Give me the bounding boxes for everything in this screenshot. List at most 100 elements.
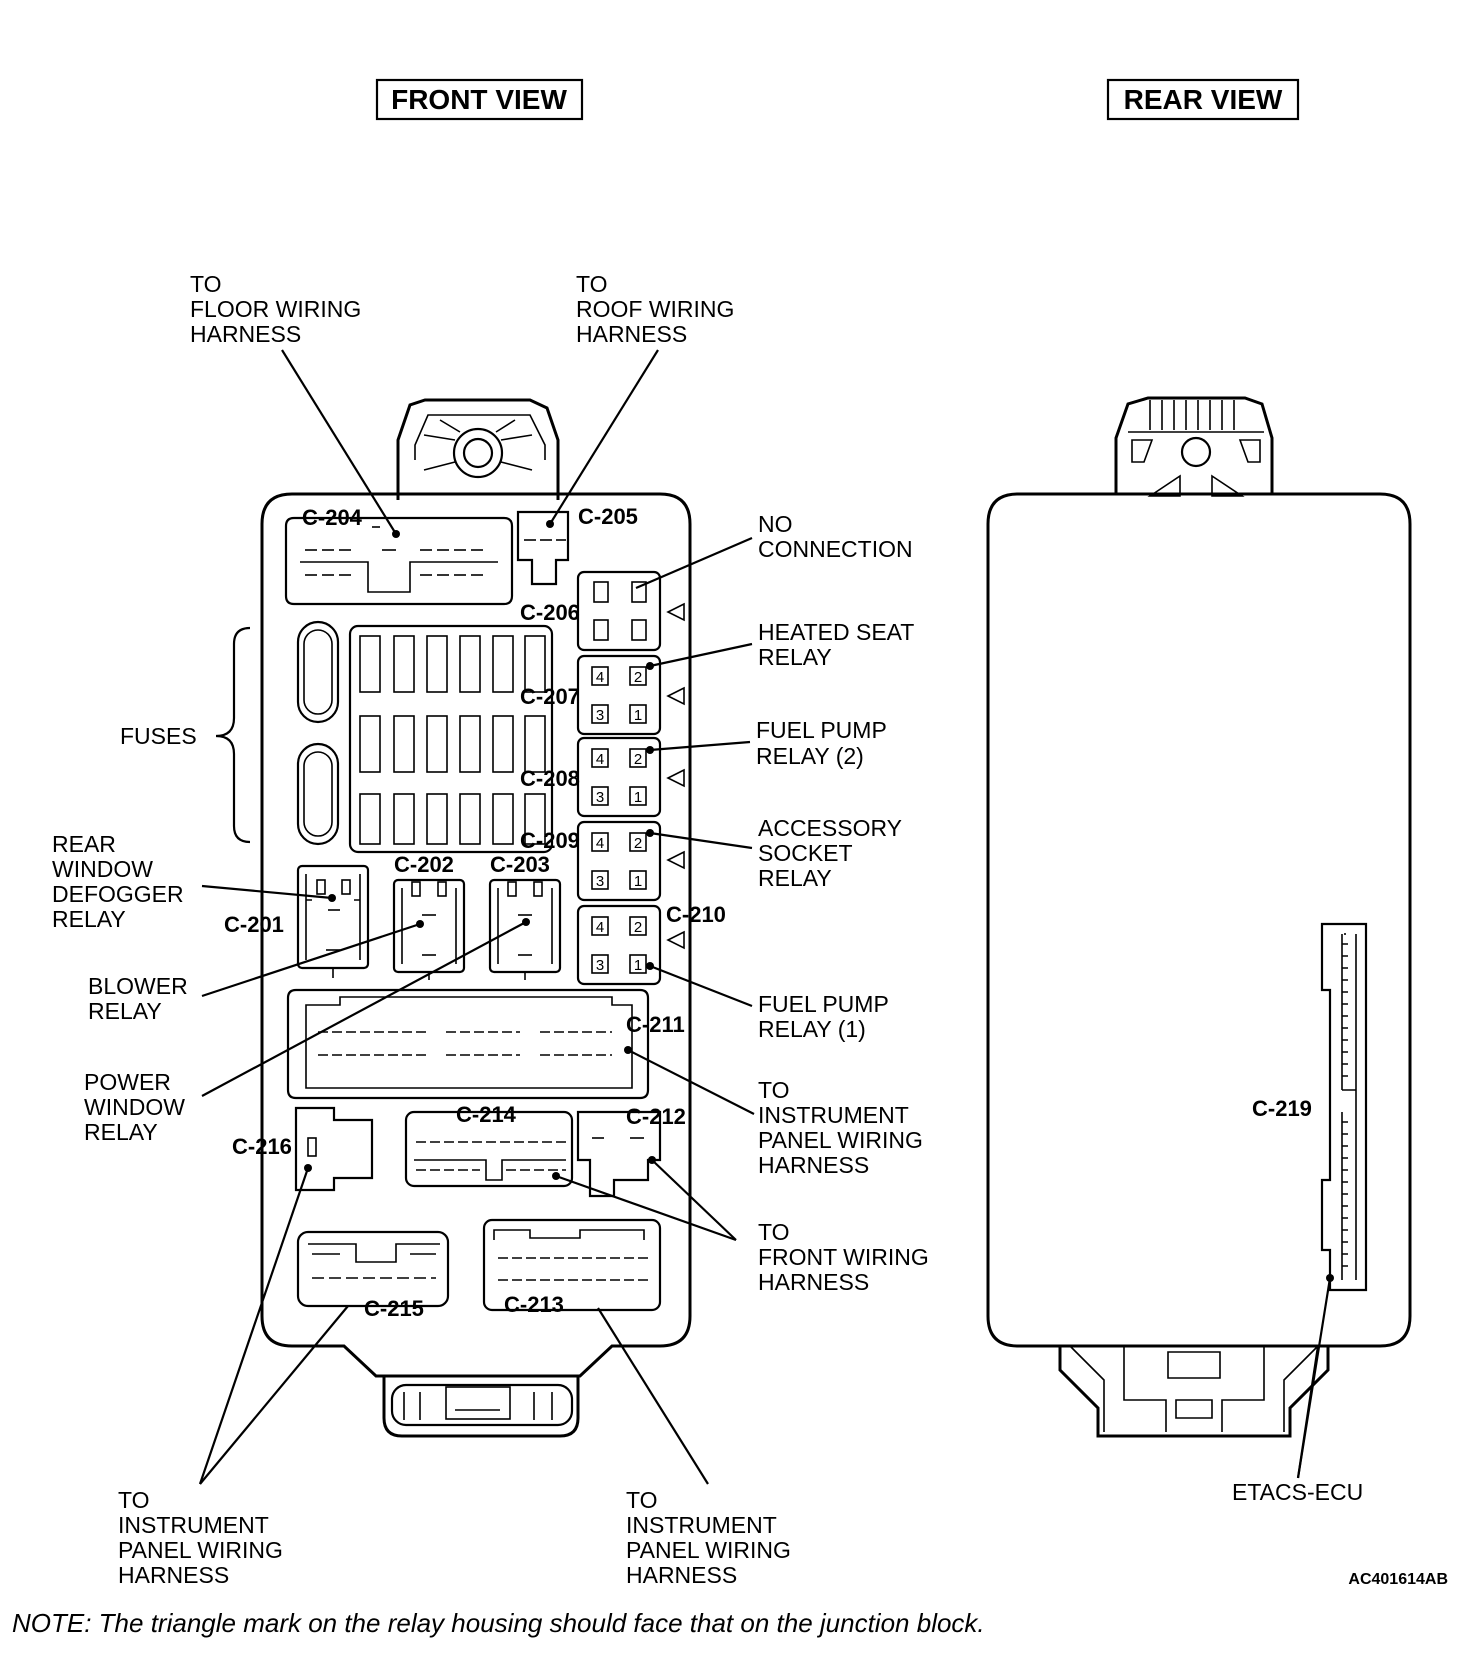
- label-floor-harness: TO FLOOR WIRING HARNESS: [190, 271, 361, 347]
- svg-text:WINDOW: WINDOW: [52, 856, 153, 882]
- svg-text:HARNESS: HARNESS: [190, 321, 301, 347]
- svg-text:ETACS-ECU: ETACS-ECU: [1232, 1479, 1363, 1505]
- svg-text:TO: TO: [626, 1487, 658, 1513]
- svg-text:2: 2: [634, 751, 642, 768]
- relay-c203: C-203: [488, 852, 562, 980]
- connector-c212: C-212: [576, 1104, 686, 1198]
- svg-text:INSTRUMENT: INSTRUMENT: [626, 1512, 777, 1538]
- fuse-block: [348, 624, 554, 854]
- front-junction-block: [260, 398, 692, 1438]
- svg-text:SOCKET: SOCKET: [758, 840, 853, 866]
- fuse-ovals: [296, 620, 340, 846]
- label-fuel-pump-relay-1: FUEL PUMP RELAY (1): [758, 991, 889, 1042]
- svg-text:C-201: C-201: [224, 912, 284, 937]
- svg-text:RELAY (2): RELAY (2): [756, 743, 864, 769]
- svg-text:C-216: C-216: [232, 1134, 292, 1159]
- svg-text:1: 1: [634, 789, 642, 806]
- svg-text:RELAY: RELAY: [758, 644, 832, 670]
- svg-text:3: 3: [596, 789, 604, 806]
- note-text: NOTE: The triangle mark on the relay hou…: [12, 1608, 985, 1638]
- label-blower-relay: BLOWER RELAY: [88, 973, 188, 1024]
- svg-text:TO: TO: [190, 271, 222, 297]
- label-ip-harness-right: TO INSTRUMENT PANEL WIRING HARNESS: [758, 1077, 923, 1178]
- svg-text:ACCESSORY: ACCESSORY: [758, 815, 902, 841]
- svg-text:C-203: C-203: [490, 852, 550, 877]
- svg-text:FRONT VIEW: FRONT VIEW: [391, 84, 567, 115]
- svg-text:C-206: C-206: [520, 600, 580, 625]
- svg-text:HARNESS: HARNESS: [758, 1269, 869, 1295]
- label-power-window-relay: POWER WINDOW RELAY: [84, 1069, 185, 1145]
- label-no-connection: NO CONNECTION: [758, 511, 913, 562]
- svg-text:TO: TO: [758, 1077, 790, 1103]
- svg-text:C-204: C-204: [302, 505, 363, 530]
- svg-text:4: 4: [596, 669, 604, 686]
- svg-text:RELAY: RELAY: [84, 1119, 158, 1145]
- label-heated-seat-relay: HEATED SEAT RELAY: [758, 619, 914, 670]
- svg-text:C-211: C-211: [626, 1012, 685, 1037]
- svg-text:TO: TO: [118, 1487, 150, 1513]
- svg-text:HARNESS: HARNESS: [576, 321, 687, 347]
- relay-c208: 4 2 3 1 C-208: [520, 736, 685, 818]
- svg-text:C-212: C-212: [626, 1104, 686, 1129]
- svg-text:4: 4: [596, 919, 604, 936]
- svg-text:NO: NO: [758, 511, 793, 537]
- svg-text:C-214: C-214: [456, 1102, 517, 1127]
- svg-text:1: 1: [634, 957, 642, 974]
- svg-text:C-213: C-213: [504, 1292, 564, 1317]
- svg-text:1: 1: [634, 873, 642, 890]
- connector-c204: C-204: [284, 505, 514, 606]
- svg-text:C-207: C-207: [520, 684, 580, 709]
- label-fuses: FUSES: [120, 626, 251, 844]
- svg-text:RELAY: RELAY: [88, 998, 162, 1024]
- figure-code: AC401614AB: [1348, 1571, 1448, 1588]
- rear-view-title: REAR VIEW: [1106, 78, 1300, 121]
- svg-text:RELAY: RELAY: [52, 906, 126, 932]
- svg-text:FLOOR WIRING: FLOOR WIRING: [190, 296, 361, 322]
- svg-text:TO: TO: [758, 1219, 790, 1245]
- svg-text:REAR: REAR: [52, 831, 116, 857]
- label-etacs-ecu: ETACS-ECU: [1232, 1479, 1363, 1505]
- svg-text:FUEL PUMP: FUEL PUMP: [756, 717, 887, 743]
- rear-junction-block: [986, 396, 1412, 1438]
- connector-c215: C-215: [296, 1230, 450, 1321]
- connector-c211: C-211: [286, 988, 685, 1100]
- svg-text:C-208: C-208: [520, 766, 580, 791]
- svg-text:INSTRUMENT: INSTRUMENT: [118, 1512, 269, 1538]
- relay-c207: 4 2 3 1 C-207: [520, 654, 685, 736]
- label-front-harness: TO FRONT WIRING HARNESS: [758, 1219, 929, 1295]
- svg-text:FUEL PUMP: FUEL PUMP: [758, 991, 889, 1017]
- svg-text:BLOWER: BLOWER: [88, 973, 188, 999]
- label-ip-harness-bottom-mid: TO INSTRUMENT PANEL WIRING HARNESS: [626, 1487, 791, 1588]
- connector-c205: C-205: [516, 504, 638, 586]
- svg-text:1: 1: [634, 707, 642, 724]
- label-fuel-pump-relay-2: FUEL PUMP RELAY (2): [756, 717, 887, 769]
- leader-lines: [198, 349, 1332, 1485]
- svg-text:DEFOGGER: DEFOGGER: [52, 881, 184, 907]
- relay-c206: C-206: [520, 570, 685, 652]
- label-accessory-socket-relay: ACCESSORY SOCKET RELAY: [758, 815, 902, 891]
- svg-text:2: 2: [634, 669, 642, 686]
- svg-text:C-215: C-215: [364, 1296, 424, 1321]
- svg-text:FUSES: FUSES: [120, 723, 197, 749]
- svg-text:C-219: C-219: [1252, 1096, 1312, 1121]
- svg-text:4: 4: [596, 835, 604, 852]
- svg-text:WINDOW: WINDOW: [84, 1094, 185, 1120]
- svg-text:HARNESS: HARNESS: [758, 1152, 869, 1178]
- svg-text:HEATED SEAT: HEATED SEAT: [758, 619, 914, 645]
- leader-dots: [304, 520, 1334, 1282]
- label-ip-harness-bottom-left: TO INSTRUMENT PANEL WIRING HARNESS: [118, 1487, 283, 1588]
- svg-text:C-205: C-205: [578, 504, 638, 529]
- svg-text:3: 3: [596, 707, 604, 724]
- label-roof-harness: TO ROOF WIRING HARNESS: [576, 271, 734, 347]
- relay-c202: C-202: [392, 852, 466, 980]
- svg-text:C-210: C-210: [666, 902, 726, 927]
- svg-text:TO: TO: [576, 271, 608, 297]
- svg-text:ROOF WIRING: ROOF WIRING: [576, 296, 734, 322]
- svg-text:FRONT WIRING: FRONT WIRING: [758, 1244, 929, 1270]
- svg-text:3: 3: [596, 957, 604, 974]
- svg-text:PANEL WIRING: PANEL WIRING: [626, 1537, 791, 1563]
- svg-text:2: 2: [634, 919, 642, 936]
- svg-text:PANEL WIRING: PANEL WIRING: [118, 1537, 283, 1563]
- connector-c213: C-213: [482, 1218, 662, 1317]
